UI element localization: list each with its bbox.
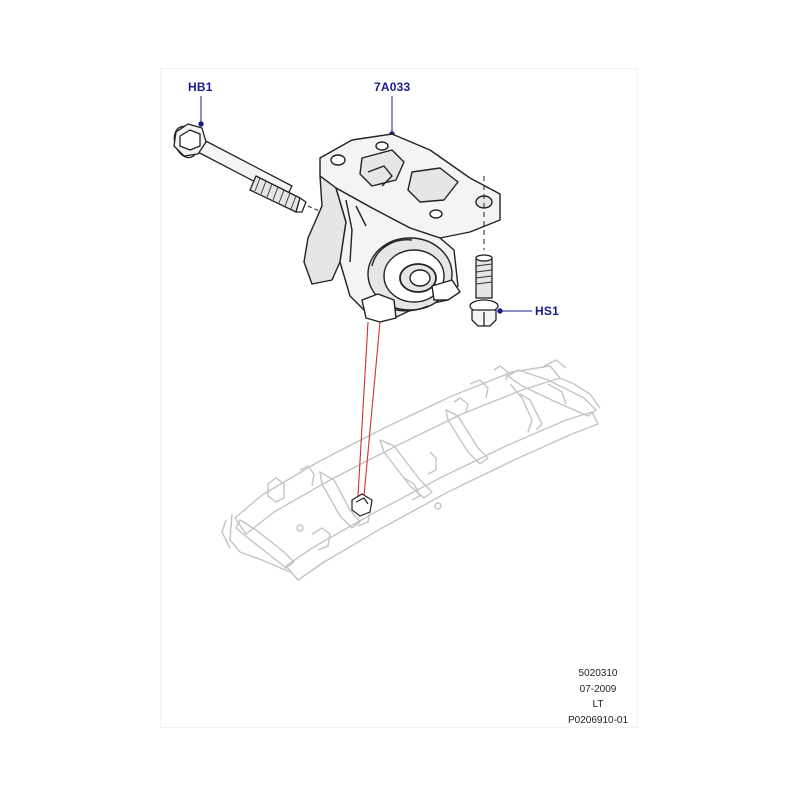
- long-bolt-hb1: [173, 123, 327, 215]
- vehicle-chassis-frame: [221, 359, 601, 581]
- callout-7a033: 7A033: [374, 80, 411, 94]
- diagram-reference-block: 5020310 07-2009 LT P0206910-01: [548, 666, 648, 728]
- mount-location-marker: [351, 493, 373, 517]
- diagram-number: 5020310: [578, 668, 618, 679]
- callout-hb1: HB1: [188, 80, 213, 94]
- diagram-date: 07-2009: [579, 683, 617, 695]
- locator-lines: [357, 321, 381, 497]
- flange-screw-hs1: [469, 176, 499, 327]
- engine-mount-7a033: [303, 133, 501, 323]
- callout-hs1: HS1: [535, 304, 559, 318]
- diagram-frame: [160, 68, 638, 728]
- diagram-part-reference: P0206910-01: [567, 714, 629, 726]
- diagram-model-code: LT: [592, 699, 604, 710]
